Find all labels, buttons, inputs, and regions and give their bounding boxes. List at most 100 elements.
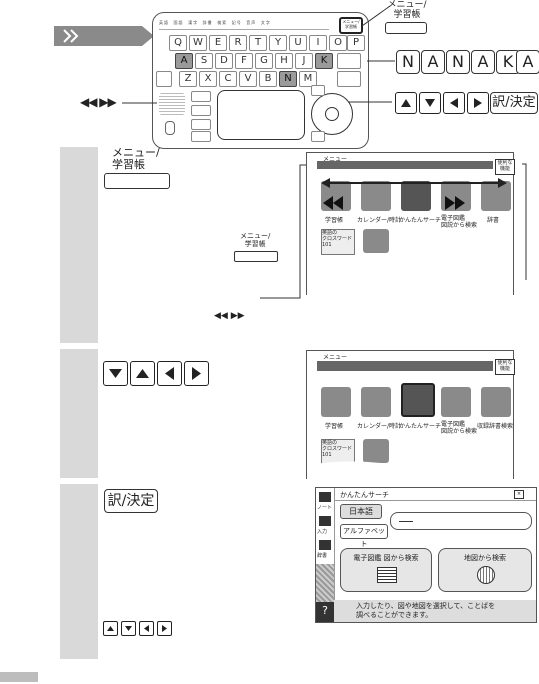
- book-icon: [377, 567, 397, 583]
- globe-icon: [477, 566, 495, 584]
- tile-study[interactable]: [321, 181, 351, 211]
- tile-search-selected[interactable]: [401, 383, 435, 417]
- key-e[interactable]: E: [209, 35, 227, 51]
- zukan-search-button[interactable]: 電子図鑑 図から検索: [340, 548, 432, 592]
- key-x[interactable]: X: [199, 71, 217, 87]
- confirm-key-callout: 訳/決定: [490, 92, 538, 114]
- tile-search[interactable]: [401, 181, 431, 211]
- tile-dict[interactable]: [481, 181, 511, 211]
- corner-button[interactable]: 便利な 機能: [495, 359, 515, 375]
- func-label: 音声: [246, 20, 257, 25]
- step1-menu-key: [104, 173, 170, 189]
- device-dpad[interactable]: [311, 93, 353, 135]
- page-arrows-label: ◀◀ ▶▶: [80, 95, 117, 109]
- step1-page-arrows: ◀◀ ▶▶: [214, 311, 245, 321]
- key-w[interactable]: W: [189, 35, 207, 51]
- screen-tabbar: [317, 161, 493, 169]
- step2-down-key: [103, 361, 128, 386]
- key-j[interactable]: J: [295, 53, 313, 69]
- side-label[interactable]: ノート: [317, 505, 333, 511]
- arrow-up-key: [395, 92, 417, 114]
- key-side[interactable]: [337, 53, 361, 69]
- tile-extra[interactable]: [363, 439, 389, 463]
- step3-up-key: [103, 621, 118, 636]
- step2-screen: メニュー 便利な 機能 学習帳 カレンダー/時計 かんたんサーチ 電子図鑑 図説…: [306, 350, 515, 479]
- speaker-grille: [159, 93, 185, 115]
- close-icon[interactable]: ×: [514, 490, 524, 499]
- map-search-button[interactable]: 地図から検索: [438, 548, 532, 592]
- key-v[interactable]: V: [239, 71, 257, 87]
- tab-alphabet[interactable]: アルファベット: [340, 524, 388, 548]
- key-z[interactable]: Z: [179, 71, 197, 87]
- tile-label: 収録辞書検索: [477, 423, 514, 430]
- menu-callout-label: メニュー/ 学習帳: [387, 0, 427, 20]
- screen-tabbar: [317, 361, 493, 371]
- key-s[interactable]: S: [195, 53, 213, 69]
- tile-label: カレンダー/時計: [357, 423, 402, 430]
- key-f[interactable]: F: [235, 53, 253, 69]
- screen-title: メニュー: [323, 354, 348, 361]
- tile-label: かんたんサーチ: [399, 217, 442, 224]
- step2-right-key: [184, 361, 209, 386]
- key-r[interactable]: R: [229, 35, 247, 51]
- key-m[interactable]: M: [299, 71, 317, 87]
- key-k[interactable]: K: [315, 53, 333, 69]
- key-h[interactable]: H: [275, 53, 293, 69]
- key-c[interactable]: C: [219, 71, 237, 87]
- key-small[interactable]: [191, 91, 211, 102]
- tile-dict[interactable]: [481, 387, 511, 417]
- tile-study[interactable]: [321, 387, 351, 417]
- step3-right-key: [157, 621, 172, 636]
- tile-extra[interactable]: [363, 229, 389, 253]
- tile-calendar[interactable]: [361, 387, 391, 417]
- next-page-icon: [445, 196, 465, 210]
- key-small[interactable]: [311, 85, 325, 96]
- key-side[interactable]: [156, 71, 172, 87]
- tile-label: 学習帳: [325, 217, 344, 224]
- page-marker: [0, 672, 38, 682]
- key-n-callout: N: [446, 50, 470, 74]
- key-small[interactable]: [191, 105, 211, 116]
- scroll-arrow: [321, 178, 507, 188]
- step3-confirm-key: 訳/決定: [104, 489, 158, 513]
- key-side[interactable]: [337, 71, 361, 87]
- key-g[interactable]: G: [255, 53, 273, 69]
- bottom-tile[interactable]: 英語の クロスワード 101: [321, 229, 355, 255]
- tile-label: カレンダー/時計: [357, 217, 402, 224]
- menu-callout-key[interactable]: [385, 22, 427, 34]
- key-o[interactable]: O: [329, 35, 347, 51]
- key-u[interactable]: U: [289, 35, 307, 51]
- side-label[interactable]: 入力: [317, 529, 328, 535]
- search-input[interactable]: [390, 512, 532, 530]
- torn-edge: [307, 461, 513, 479]
- arrow-right-key: [467, 92, 489, 114]
- key-small[interactable]: [191, 119, 211, 130]
- key-y[interactable]: Y: [269, 35, 287, 51]
- key-b[interactable]: B: [259, 71, 277, 87]
- key-q[interactable]: Q: [169, 35, 187, 51]
- tile-label: かんたんサーチ: [399, 423, 442, 430]
- tile-calendar[interactable]: [361, 181, 391, 211]
- key-p[interactable]: P: [347, 35, 365, 51]
- key-t[interactable]: T: [249, 35, 267, 51]
- key-d[interactable]: D: [215, 53, 233, 69]
- key-a[interactable]: A: [175, 53, 193, 69]
- step2-up-key: [130, 361, 155, 386]
- corner-button[interactable]: 便利な 機能: [495, 159, 515, 175]
- keyboard-device: 英語 国語 漢字 辞書 検索 記号 音声 文字 メニュー/ 学習帳 Q W E …: [152, 12, 369, 149]
- tile-zukan[interactable]: [441, 387, 471, 417]
- step1-menu-key-small: [234, 251, 278, 262]
- nanaka-callout-line: [367, 60, 395, 62]
- key-small[interactable]: [191, 131, 211, 142]
- step3-left-key: [139, 621, 154, 636]
- key-small[interactable]: [311, 131, 325, 142]
- key-n-callout: N: [396, 50, 420, 74]
- key-n[interactable]: N: [279, 71, 297, 87]
- key-i[interactable]: I: [309, 35, 327, 51]
- help-icon[interactable]: ?: [316, 602, 334, 622]
- device-menu-key[interactable]: メニュー/ 学習帳: [339, 17, 363, 34]
- tab-japanese[interactable]: 日本語: [340, 504, 382, 519]
- side-label[interactable]: 辞書: [317, 553, 328, 559]
- arrows-callout-line: [348, 101, 392, 103]
- step3-down-key: [121, 621, 136, 636]
